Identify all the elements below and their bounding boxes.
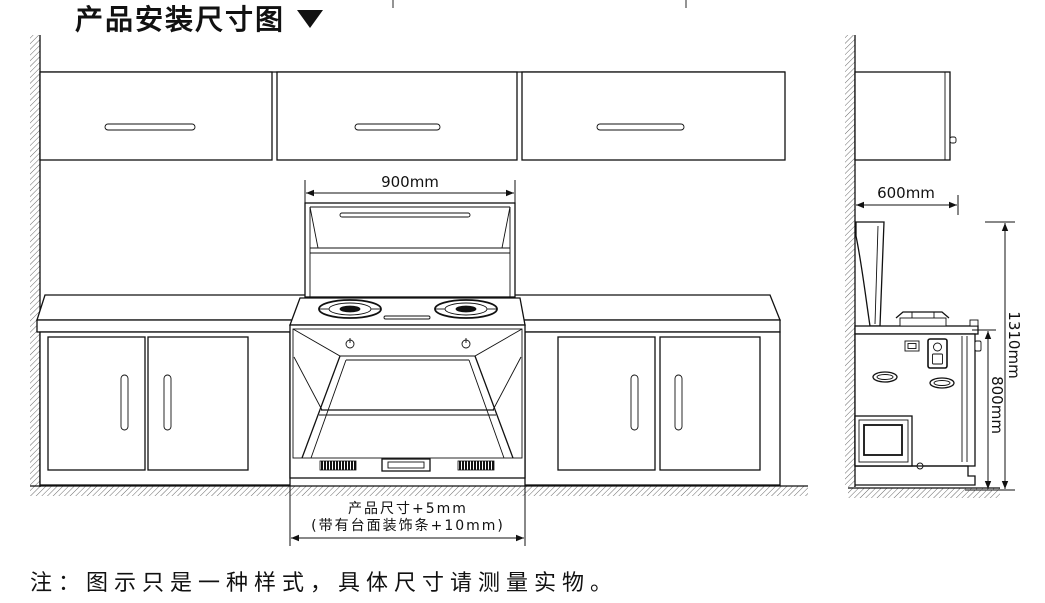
appliance-body [289, 324, 526, 479]
width-dimension-label: 900mm [381, 173, 439, 191]
side-hob [854, 325, 979, 335]
right-wall-hatch [845, 35, 855, 487]
down-triangle-icon [297, 10, 323, 28]
body-inner-frame [292, 328, 523, 459]
backsplash-slant-left [309, 206, 319, 249]
knob-right [461, 338, 471, 349]
upper-cabinet-middle [276, 71, 518, 161]
body-outer [289, 324, 526, 479]
lower-cabinet-handle-4 [674, 374, 683, 431]
door-edge-right-outer [474, 355, 514, 459]
side-view: 600mm [845, 35, 1023, 498]
door-edge-left-outer [301, 355, 341, 459]
knob-left [345, 338, 355, 349]
width-dimension: 900mm [304, 173, 516, 203]
side-handle-right [929, 377, 955, 389]
counter-height-dimension-label: 800mm [988, 376, 1006, 434]
appliance-backsplash [304, 202, 516, 298]
cutout-dimension: 产品尺寸+5mm (带有台面装饰条+10mm) [289, 478, 526, 546]
side-upper-cabinet-body [854, 71, 951, 161]
hob-center-slot [383, 315, 431, 320]
front-view: 900mm [30, 35, 808, 546]
side-backsplash [855, 221, 885, 327]
burner-left-cap [339, 305, 361, 313]
left-wall-hatch [30, 35, 40, 487]
side-indicator-box [904, 340, 920, 352]
front-floor-hatch [30, 486, 808, 496]
lower-cabinet-door-1 [47, 336, 146, 471]
side-body [854, 333, 976, 467]
counter-height-dimension: 800mm [972, 329, 1006, 489]
lower-cabinets-right [524, 331, 781, 486]
lower-cabinet-door-2 [147, 336, 249, 471]
door-edge-left-inner [310, 359, 347, 459]
backsplash-slot [339, 212, 471, 218]
lower-cabinet-door-3 [557, 336, 656, 471]
lower-cabinet-handle-1 [120, 374, 129, 431]
depth-dimension: 600mm [856, 184, 959, 215]
upper-cabinet-left [39, 71, 273, 161]
lower-cabinets-left [39, 331, 291, 486]
side-handle-left-inner [876, 374, 894, 380]
side-oven-window [863, 424, 903, 456]
side-burner [895, 311, 950, 327]
appliance-hob [289, 297, 526, 326]
side-handle-right-inner [933, 380, 951, 386]
backsplash-slant-right [501, 206, 511, 249]
side-backsplash-inner [874, 225, 879, 325]
side-plinth [855, 465, 976, 486]
burner-left [318, 299, 382, 319]
side-control-switch [932, 353, 943, 365]
lower-cabinet-handle-2 [163, 374, 172, 431]
upper-cabinet-handle-right [596, 123, 685, 131]
body-diagonal-left [293, 356, 323, 411]
side-knob [974, 340, 982, 352]
cutout-dimension-note: (带有台面装饰条+10mm) [311, 517, 505, 534]
total-height-dimension-label: 1310mm [1005, 311, 1023, 378]
side-upper-cabinet-knob [949, 136, 957, 144]
drawer-handle [381, 458, 431, 472]
side-burner-base [899, 317, 947, 327]
side-oven-door-frame [858, 419, 909, 463]
side-hob-edge [969, 319, 979, 327]
side-handle-left [872, 371, 898, 383]
burner-right-cap [455, 305, 477, 313]
body-diagonal-right [492, 356, 522, 411]
drawer-handle-inner [387, 461, 425, 469]
footer-note: 注：图示只是一种样式，具体尺寸请测量实物。 [30, 571, 618, 596]
control-band [292, 328, 523, 357]
side-burner-rim [895, 311, 950, 319]
depth-dimension-label: 600mm [877, 184, 935, 202]
side-floor-hatch [848, 488, 1000, 498]
vent-grille-left [319, 460, 357, 471]
side-indicator-inner [907, 343, 917, 349]
cutout-dimension-label: 产品尺寸+5mm [348, 501, 468, 517]
side-appliance [854, 221, 982, 486]
side-control-knob-icon [933, 342, 942, 352]
door-edge-right-inner [468, 359, 505, 459]
upper-cabinets [39, 71, 786, 161]
upper-cabinet-handle-middle [354, 123, 441, 131]
upper-cabinet-handle-left [104, 123, 196, 131]
lower-cabinet-handle-3 [630, 374, 639, 431]
upper-cabinet-right [521, 71, 786, 161]
side-upper-cabinet [854, 71, 957, 161]
burner-right [434, 299, 498, 319]
page-title: 产品安装尺寸图 [75, 3, 285, 36]
backsplash-outer [304, 202, 516, 298]
vent-grille-right [457, 460, 495, 471]
